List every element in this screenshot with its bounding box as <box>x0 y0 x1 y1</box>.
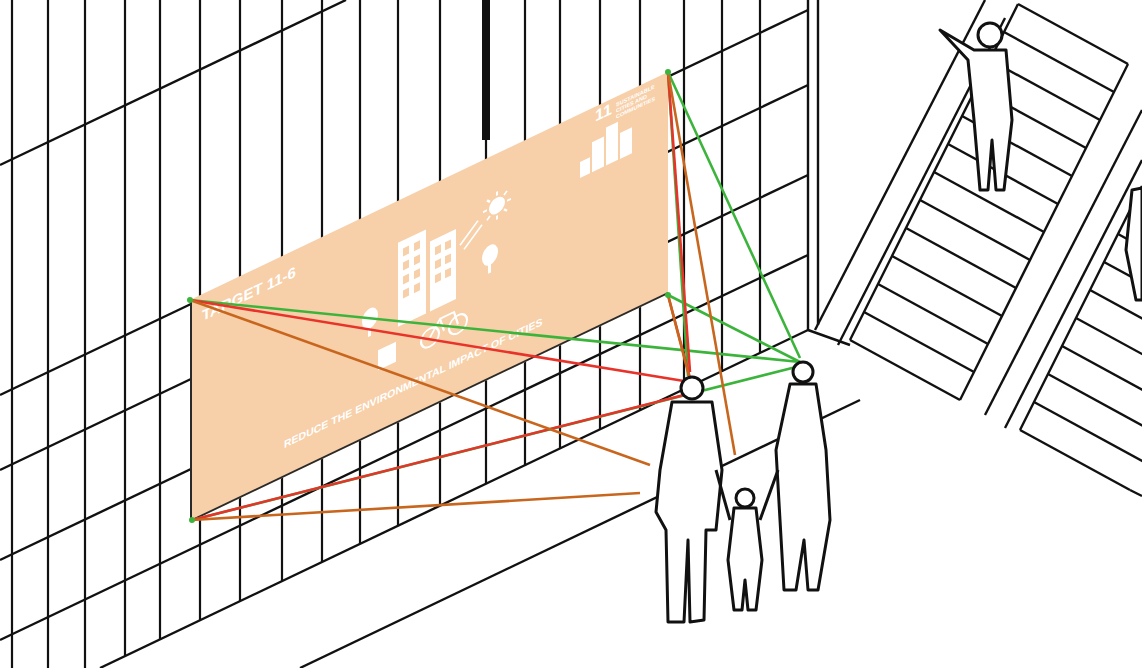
line-work <box>668 72 735 455</box>
line-work <box>807 0 809 330</box>
line-work <box>668 72 800 358</box>
line-work <box>403 288 409 299</box>
line-work <box>11 0 13 668</box>
line-work <box>496 192 498 196</box>
line-work <box>435 272 441 283</box>
line-work <box>488 262 491 273</box>
woman-arm <box>760 470 778 520</box>
line-work <box>1076 318 1142 378</box>
line-work <box>668 72 690 372</box>
line-work <box>665 292 671 298</box>
line-work <box>435 244 441 255</box>
line-work <box>850 340 960 400</box>
line-work <box>414 254 420 265</box>
line-work <box>490 195 504 216</box>
people <box>656 23 1142 622</box>
facade-floor-lines <box>0 0 860 668</box>
line-work <box>398 229 426 326</box>
line-work <box>1018 4 1128 64</box>
line-work <box>665 69 671 75</box>
line-work <box>414 268 420 279</box>
corner-points <box>187 69 671 523</box>
line-work <box>864 312 974 372</box>
line-work <box>435 258 441 269</box>
sun-icon <box>460 185 511 251</box>
line-work <box>496 216 498 220</box>
line-work <box>906 228 1016 288</box>
line-work <box>1034 402 1142 462</box>
line-work <box>0 0 346 165</box>
line-work <box>920 200 1030 260</box>
recycle-bin-icon <box>378 342 396 371</box>
line-work <box>1062 346 1142 406</box>
man-head <box>681 377 703 399</box>
woman-body <box>776 384 830 590</box>
line-work <box>1090 290 1142 350</box>
line-work <box>1020 430 1130 490</box>
building-icon <box>398 215 456 327</box>
line-work <box>368 326 371 337</box>
line-work <box>192 394 688 520</box>
line-work <box>190 300 650 465</box>
line-work <box>378 342 396 371</box>
line-work <box>620 127 632 159</box>
line-work <box>504 191 507 195</box>
line-work <box>403 226 451 299</box>
line-work <box>668 295 690 380</box>
line-work <box>606 122 618 166</box>
line-work <box>460 221 478 246</box>
line-work <box>190 300 690 382</box>
line-work <box>403 274 409 285</box>
line-work <box>414 282 420 293</box>
goal-title: SUSTAINABLE CITIES AND COMMUNITIES <box>616 79 666 120</box>
line-work <box>47 0 49 668</box>
escalator-person-partial <box>1126 188 1142 300</box>
woman-head <box>793 362 813 382</box>
escalator-person-body <box>940 30 1012 190</box>
line-work <box>445 268 451 279</box>
line-work <box>403 260 409 271</box>
line-work <box>414 240 420 251</box>
line-work <box>892 256 1002 316</box>
line-work <box>483 210 487 212</box>
line-work <box>1130 490 1142 496</box>
line-work <box>1004 32 1114 92</box>
line-work <box>187 297 193 303</box>
line-work <box>504 208 507 212</box>
sdg-city-icon <box>580 115 632 178</box>
line-work <box>487 216 490 220</box>
line-work <box>507 199 511 201</box>
dark-column <box>482 0 490 140</box>
line-work <box>445 240 451 251</box>
line-work <box>759 0 761 353</box>
escalator-area <box>808 0 1142 496</box>
line-work <box>580 157 590 178</box>
line-work <box>192 493 640 520</box>
escalator-person-head <box>978 23 1002 47</box>
man-body <box>656 402 722 622</box>
banner-icons <box>192 71 670 521</box>
line-work <box>124 0 126 656</box>
man-arm <box>716 470 730 520</box>
line-work <box>592 137 604 173</box>
child-body <box>728 508 762 610</box>
line-work <box>189 517 195 523</box>
banner: 11SUSTAINABLE CITIES AND COMMUNITIESTARG… <box>190 72 668 522</box>
goal-number: 11 <box>595 101 612 126</box>
red-sight-lines <box>190 72 690 520</box>
line-work <box>878 284 988 344</box>
line-work <box>403 246 409 257</box>
line-work <box>84 0 86 668</box>
child-head <box>736 489 754 507</box>
line-work <box>487 199 490 203</box>
line-work <box>445 254 451 265</box>
line-work <box>817 0 819 325</box>
line-work <box>430 229 456 311</box>
brown-sight-lines <box>190 72 735 520</box>
facade-mullions <box>12 0 760 668</box>
